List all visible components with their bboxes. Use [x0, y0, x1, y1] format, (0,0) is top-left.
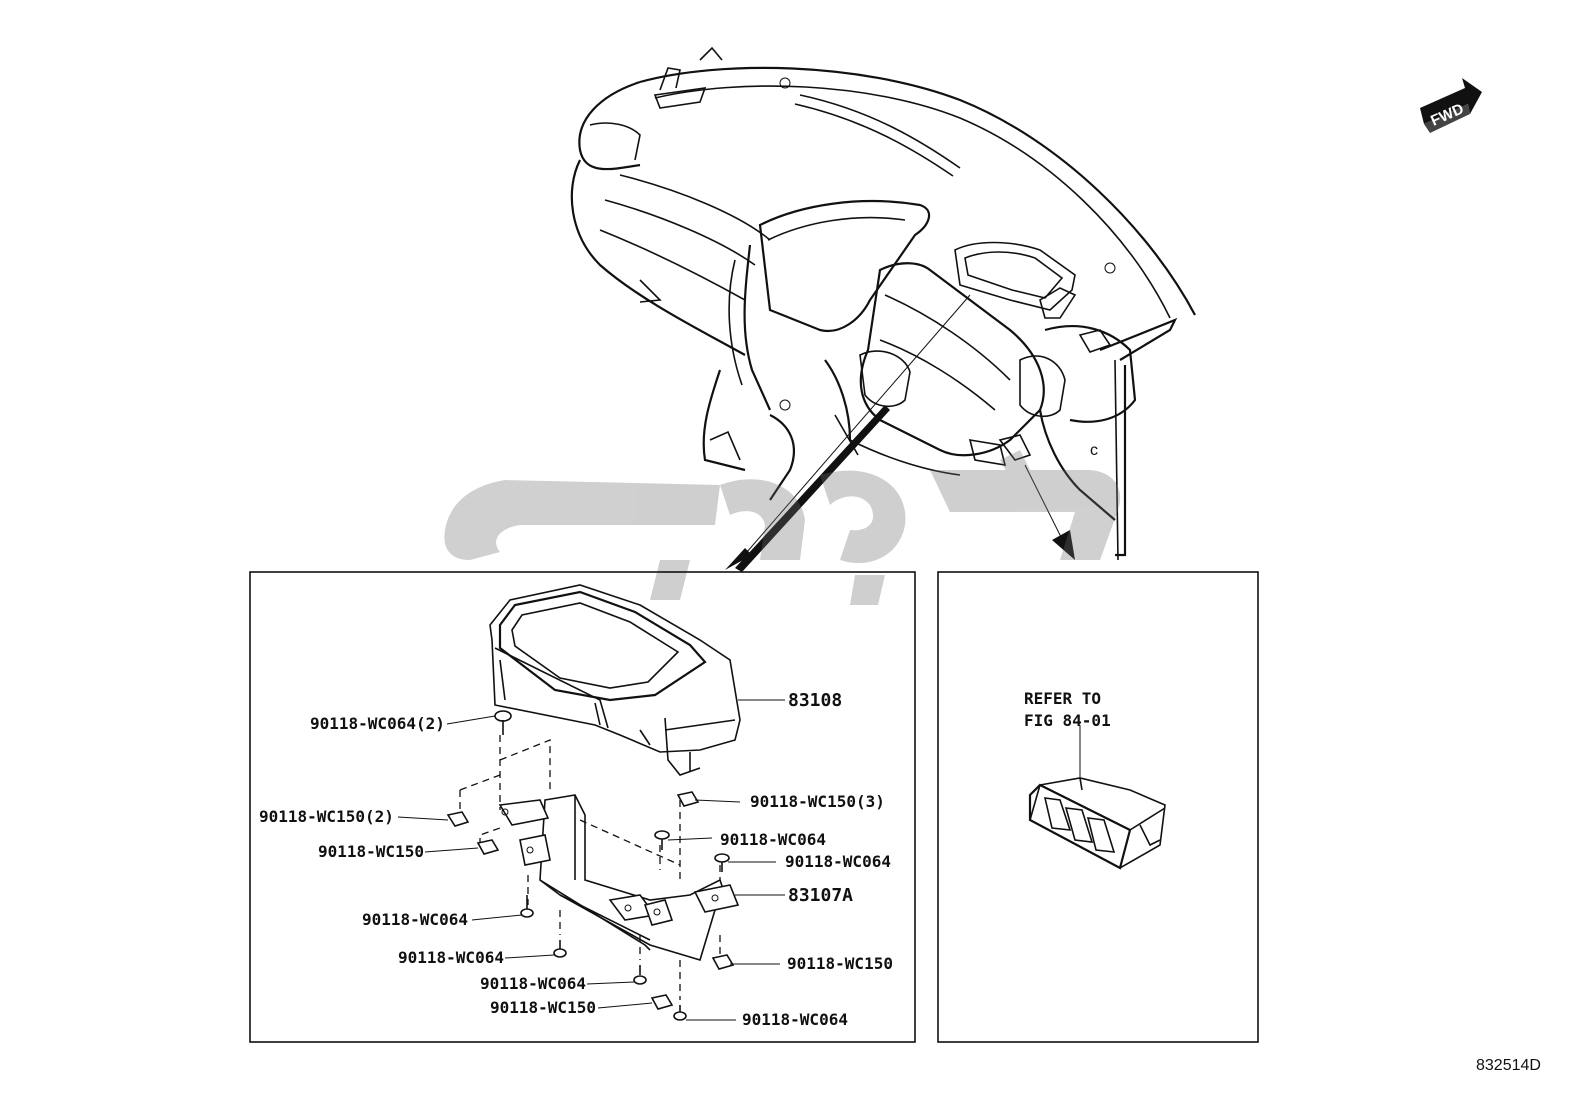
fasteners — [446, 710, 735, 1021]
screw-icon — [673, 1005, 687, 1021]
part-label: 90118-WC064(2) — [310, 714, 445, 733]
screw-icon — [714, 853, 730, 872]
svg-text:c: c — [1090, 442, 1098, 459]
switch-assembly-icon — [1028, 777, 1166, 870]
refer-note-line1: REFER TO — [1024, 689, 1101, 708]
refer-note: REFER TO FIG 84-01 — [1024, 689, 1111, 730]
clip-icon — [650, 994, 674, 1010]
clip-icon — [476, 839, 500, 855]
part-label: 90118-WC064 — [480, 974, 586, 993]
clip-icon — [676, 791, 700, 807]
screw-icon — [520, 895, 534, 918]
dashboard-illustration: c — [570, 46, 1196, 561]
detail-box-display-assembly — [249, 571, 916, 1043]
part-labels: 83108 83107A 90118-WC064(2) 90118-WC150(… — [259, 690, 893, 1029]
display-housing-83108 — [489, 584, 741, 776]
fwd-arrow-icon: FWD — [1420, 78, 1482, 133]
screw-icon — [633, 965, 647, 985]
detail-box-switch-reference — [937, 571, 1259, 1043]
screw-icon — [553, 940, 567, 958]
refer-note-line2: FIG 84-01 — [1024, 711, 1111, 730]
part-label: 90118-WC150 — [318, 842, 424, 861]
part-label: 90118-WC064 — [742, 1010, 848, 1029]
document-number: 832514D — [1476, 1057, 1541, 1074]
watermark-logo — [444, 450, 1121, 605]
clip-icon — [446, 811, 470, 827]
bracket-83107A — [498, 794, 740, 961]
part-label: 90118-WC150(3) — [750, 792, 885, 811]
label-leaders — [397, 699, 1081, 1021]
part-label-83107A: 83107A — [788, 885, 853, 906]
clip-icon — [711, 954, 735, 970]
part-label: 90118-WC150(2) — [259, 807, 394, 826]
part-label: 90118-WC150 — [787, 954, 893, 973]
part-label: 90118-WC064 — [362, 910, 468, 929]
part-label: 90118-WC064 — [785, 852, 891, 871]
part-label: 90118-WC064 — [398, 948, 504, 967]
part-label-83108: 83108 — [788, 690, 842, 711]
screw-icon — [654, 830, 670, 850]
callout-leaders — [725, 294, 1075, 572]
assembly-dashed-lines — [459, 735, 721, 1000]
part-label: 90118-WC064 — [720, 830, 826, 849]
part-label: 90118-WC150 — [490, 998, 596, 1017]
screw-icon — [494, 710, 512, 735]
